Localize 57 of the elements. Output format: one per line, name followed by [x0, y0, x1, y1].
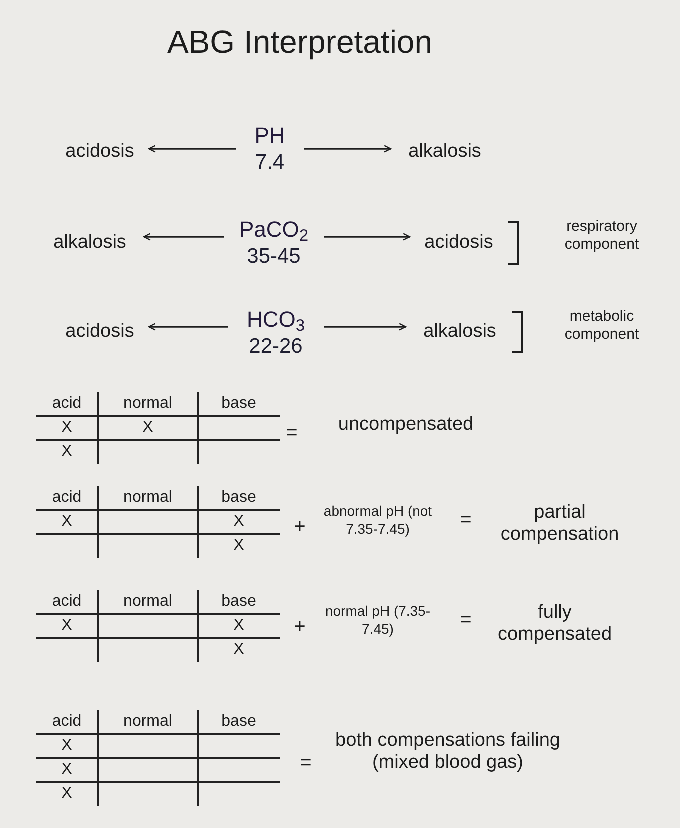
column-header: base	[222, 488, 256, 508]
column-header: acid	[52, 394, 82, 414]
check-mark: X	[62, 512, 72, 532]
column-header: normal	[124, 712, 172, 732]
parameter-name: PH	[254, 122, 286, 150]
arrow	[304, 145, 392, 153]
check-mark: X	[62, 442, 72, 462]
check-mark: X	[234, 640, 244, 660]
operator-sign: =	[459, 608, 473, 633]
parameter-name: PaCO$_{2}$	[239, 216, 309, 244]
ph-condition: normal pH (7.35-7.45)	[324, 602, 432, 638]
check-mark: X	[234, 512, 244, 532]
arrow	[324, 233, 411, 241]
column-header: normal	[124, 394, 172, 414]
ph-condition: abnormal pH (not 7.35-7.45)	[322, 502, 434, 538]
column-header: acid	[52, 592, 82, 612]
check-mark: X	[62, 784, 72, 804]
check-mark: X	[62, 418, 72, 438]
result-label: partial compensation	[500, 502, 620, 546]
check-mark: X	[234, 536, 244, 556]
outcome-label: alkalosis	[40, 229, 140, 257]
outcome-label: acidosis	[55, 138, 145, 166]
parameter-name: HCO$_{3}$	[246, 306, 306, 334]
outcome-label: alkalosis	[395, 138, 495, 166]
operator-sign: +	[293, 515, 307, 540]
operator-sign: =	[299, 751, 313, 776]
arrow	[324, 323, 407, 331]
column-header: base	[222, 394, 256, 414]
normal-range: 22-26	[249, 334, 303, 360]
check-mark: X	[142, 418, 154, 438]
arrow	[143, 233, 224, 241]
column-header: base	[222, 712, 256, 732]
component-note: respiratory component	[564, 218, 640, 254]
column-header: acid	[52, 488, 82, 508]
result-label: uncompensated	[337, 414, 475, 436]
title: ABG Interpretation	[166, 23, 434, 62]
operator-sign: =	[459, 508, 473, 533]
outcome-label: acidosis	[55, 318, 145, 346]
normal-range: 7.4	[255, 150, 285, 176]
column-header: acid	[52, 712, 82, 732]
check-mark: X	[62, 616, 72, 636]
check-mark: X	[62, 760, 72, 780]
arrow	[148, 323, 228, 331]
column-header: base	[222, 592, 256, 612]
operator-sign: =	[285, 421, 299, 446]
column-header: normal	[124, 592, 172, 612]
check-mark: X	[62, 736, 72, 756]
result-label: both compensations failing (mixed blood gas)	[334, 730, 562, 774]
arrow	[148, 145, 236, 153]
outcome-label: alkalosis	[410, 318, 510, 346]
result-label: fully compensated	[496, 602, 614, 646]
operator-sign: +	[293, 615, 307, 640]
outcome-label: acidosis	[414, 229, 504, 257]
check-mark: X	[234, 616, 244, 636]
normal-range: 35-45	[247, 244, 301, 270]
component-note: metabolic component	[564, 308, 640, 344]
column-header: normal	[124, 488, 172, 508]
